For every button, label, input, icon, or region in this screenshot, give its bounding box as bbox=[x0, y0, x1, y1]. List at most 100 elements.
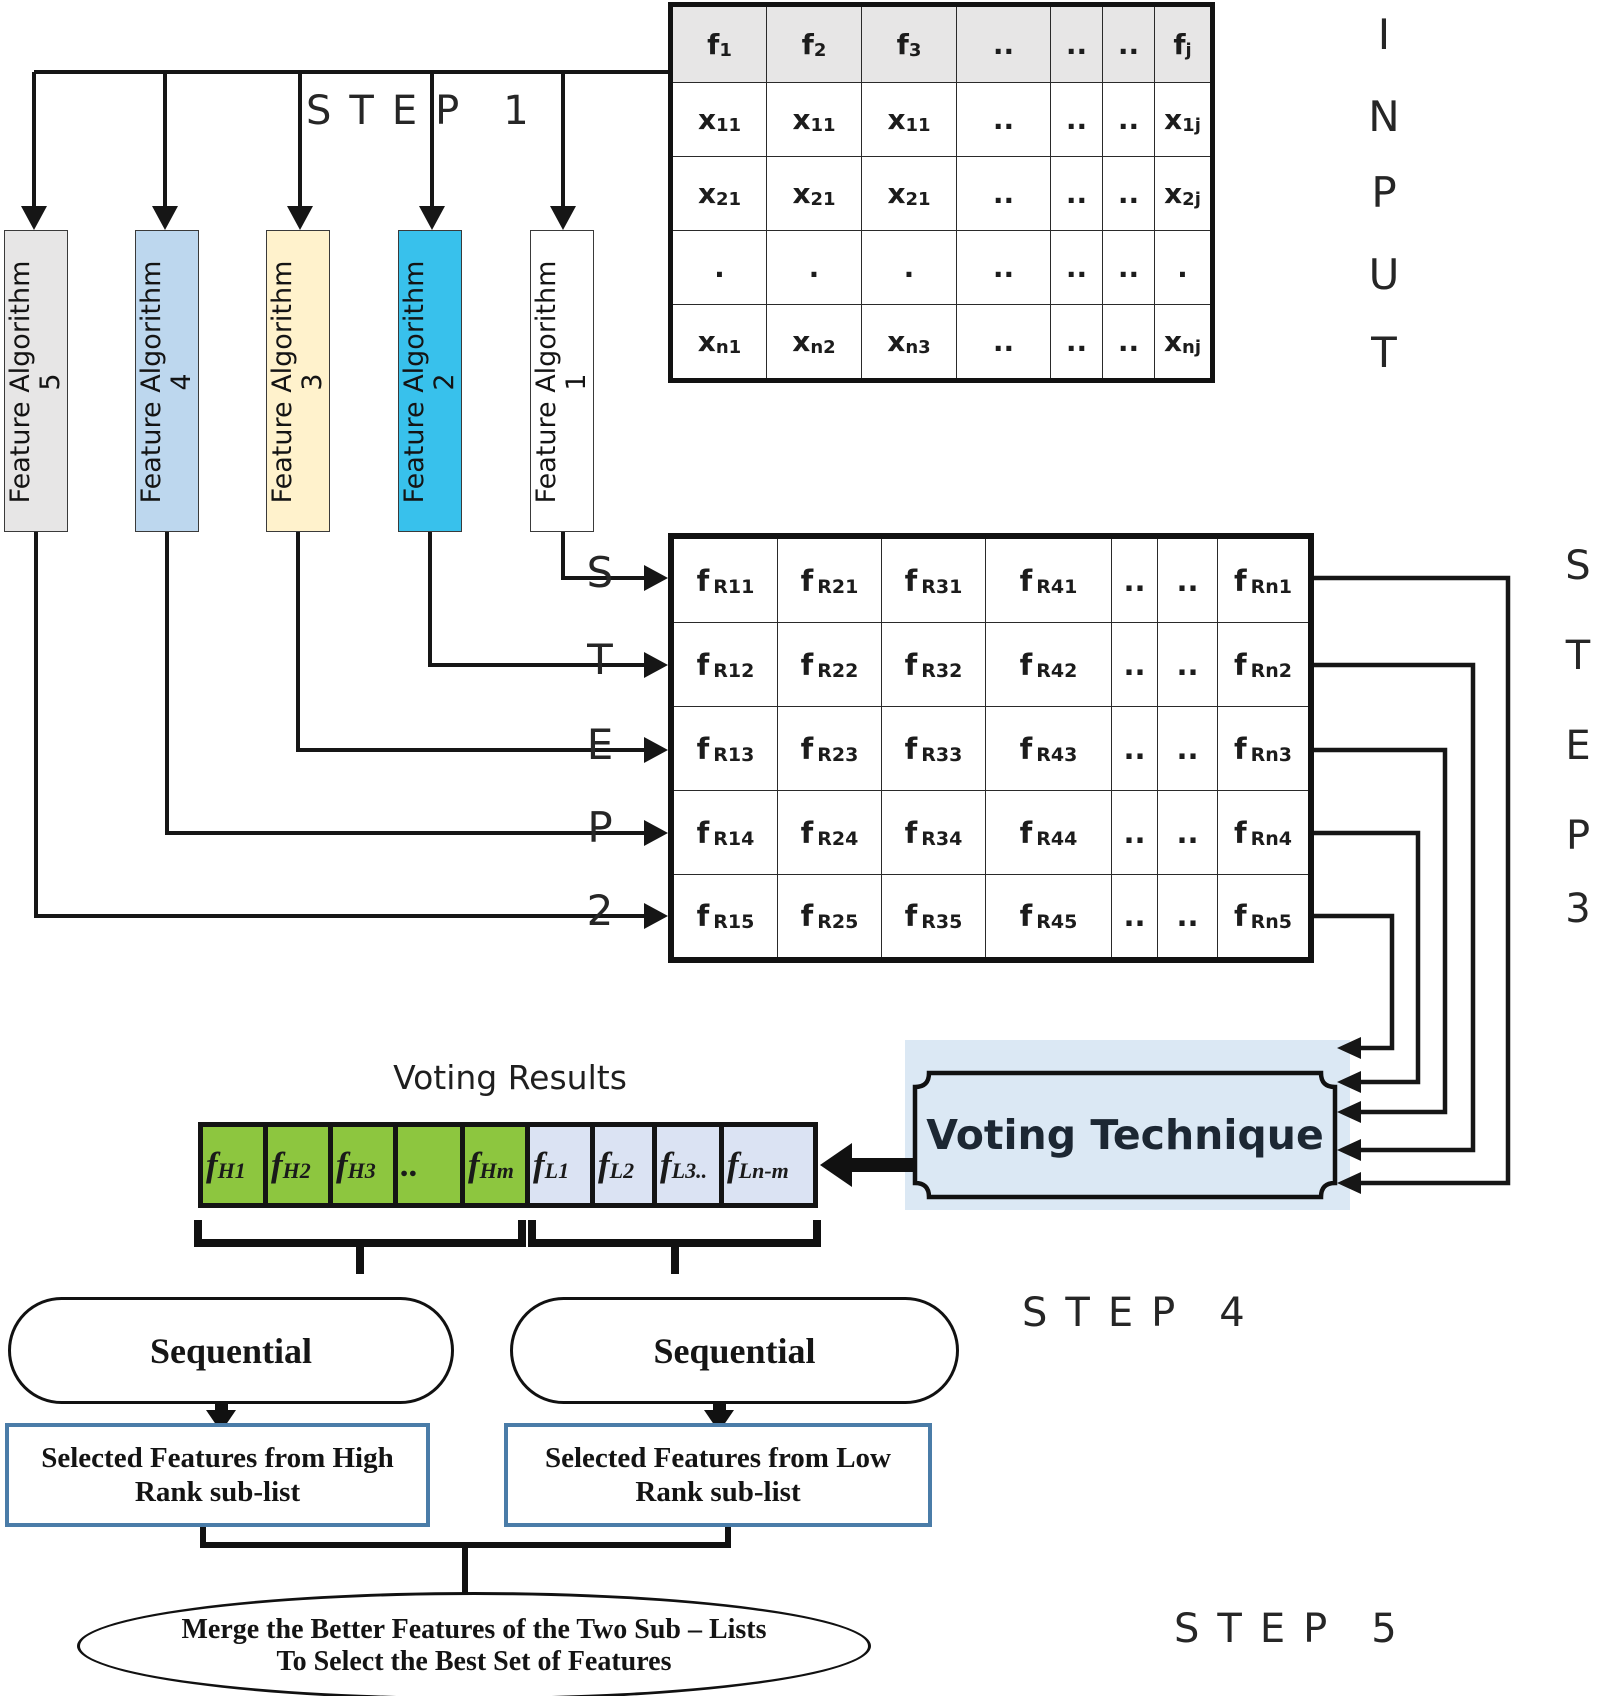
table-cell: .. bbox=[1103, 231, 1155, 305]
step2-letter: P bbox=[587, 803, 613, 852]
step4-letters: STEP bbox=[1022, 1290, 1194, 1336]
table-cell: . bbox=[767, 231, 862, 305]
input-letter: U bbox=[1368, 250, 1400, 299]
input-letter: N bbox=[1368, 92, 1400, 141]
step4-number: 4 bbox=[1219, 1290, 1245, 1336]
table-cell: .. bbox=[957, 231, 1051, 305]
table-cell: .. bbox=[1112, 791, 1158, 875]
merge-line2: To Select the Best Set of Features bbox=[276, 1646, 672, 1677]
step1-letters: STEP bbox=[306, 88, 478, 134]
high-rank-bracket bbox=[194, 1220, 526, 1274]
table-cell: .. bbox=[1103, 157, 1155, 231]
selected-high-rank-box: Selected Features from High Rank sub-lis… bbox=[5, 1423, 430, 1527]
merge-line1: Merge the Better Features of the Two Sub… bbox=[181, 1614, 767, 1645]
table-cell: . bbox=[673, 231, 767, 305]
feature-algorithm-number: 2 bbox=[429, 373, 460, 391]
table-cell: .. bbox=[1103, 83, 1155, 157]
table-cell: .. bbox=[1112, 539, 1158, 623]
step2-letter: 2 bbox=[586, 886, 614, 935]
table-cell: .. bbox=[1051, 83, 1103, 157]
table-cell: .. bbox=[398, 1127, 460, 1203]
table-cell: .. bbox=[1112, 707, 1158, 791]
input-letter: I bbox=[1377, 10, 1391, 59]
table-cell: .. bbox=[1158, 791, 1218, 875]
table-cell: .. bbox=[1103, 305, 1155, 378]
table-to-voting-connectors bbox=[1302, 575, 1511, 1194]
table-cell: .. bbox=[957, 83, 1051, 157]
voting-technique-plaque bbox=[912, 1070, 1338, 1200]
table-cell: .. bbox=[1051, 7, 1103, 83]
input-letter: T bbox=[1371, 328, 1397, 377]
step2-letter: T bbox=[587, 635, 613, 684]
table-cell: .. bbox=[1051, 305, 1103, 378]
feature-algorithm-number: 4 bbox=[166, 373, 197, 391]
table-cell: . bbox=[862, 231, 957, 305]
table-cell: .. bbox=[1158, 623, 1218, 707]
step1-label: STEP 1 bbox=[306, 88, 529, 134]
selected-low-line2: Rank sub-list bbox=[635, 1476, 801, 1508]
feature-algorithm-number: 5 bbox=[35, 373, 66, 391]
table-cell: . bbox=[1155, 231, 1210, 305]
merge-connector bbox=[200, 1527, 731, 1594]
feature-algorithm-label: Feature Algorithm bbox=[136, 260, 167, 504]
table-cell: .. bbox=[957, 157, 1051, 231]
step1-number: 1 bbox=[503, 88, 529, 134]
step3-letter: P bbox=[1565, 813, 1591, 859]
selected-high-line1: Selected Features from High bbox=[41, 1442, 394, 1474]
step3-letter: S bbox=[1565, 543, 1591, 589]
feature-algorithm-label: Feature Algorithm bbox=[5, 260, 36, 504]
low-rank-bracket bbox=[528, 1220, 821, 1274]
voting-output-arrow bbox=[820, 1143, 915, 1187]
table-cell: .. bbox=[1112, 875, 1158, 957]
step2-letter: E bbox=[586, 720, 614, 769]
table-cell: .. bbox=[1158, 875, 1218, 957]
table-cell: .. bbox=[1112, 623, 1158, 707]
step5-letters: STEP bbox=[1174, 1606, 1346, 1652]
table-cell: .. bbox=[957, 305, 1051, 378]
step3-letter: 3 bbox=[1565, 886, 1591, 932]
table-cell: .. bbox=[1051, 231, 1103, 305]
table-cell: .. bbox=[1051, 157, 1103, 231]
step1-arrows bbox=[21, 70, 668, 230]
sequential-low-ellipse: Sequential bbox=[510, 1297, 959, 1404]
